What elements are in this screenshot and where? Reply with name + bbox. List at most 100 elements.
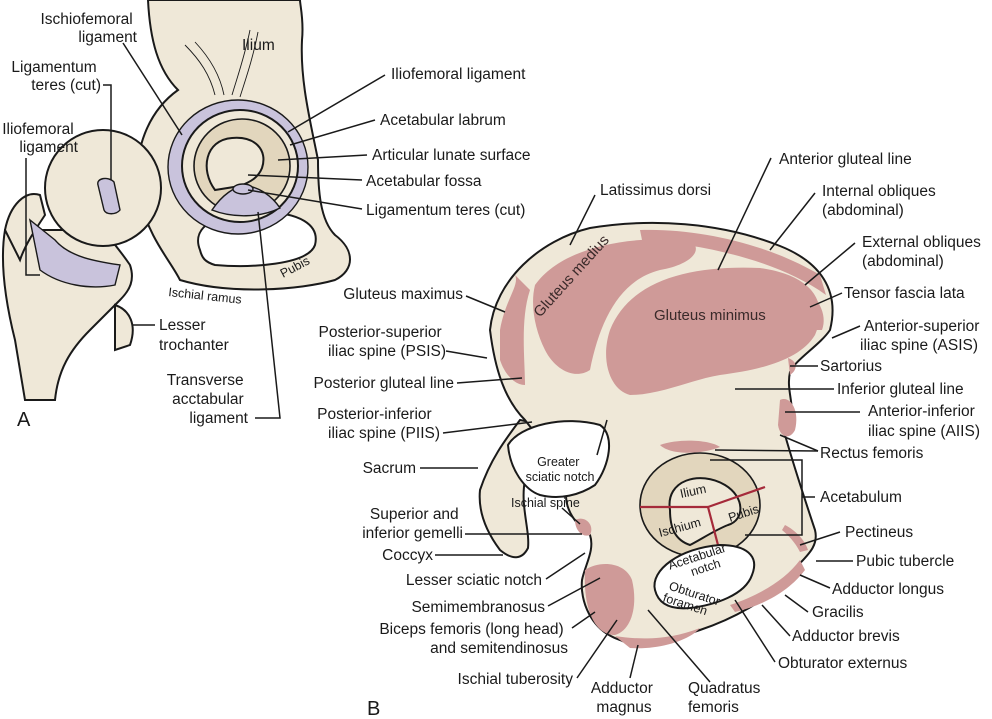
label-iliofemoral-ligament-right: Iliofemoral ligament xyxy=(391,66,526,83)
acetabular-notch-obturator xyxy=(653,543,756,610)
adductor-band xyxy=(730,560,805,612)
label-gluteus-maximus: Gluteus maximus xyxy=(343,286,463,303)
leader-lunate xyxy=(277,154,368,161)
transverse-ligament-fan xyxy=(210,185,282,217)
iliofemoral-ligament-a xyxy=(28,218,121,288)
label-pectineus: Pectineus xyxy=(845,524,913,541)
label-pubic-tubercle: Pubic tubercle xyxy=(856,553,954,570)
leader-biceps-femoris xyxy=(571,611,596,629)
label-semimembranosus: Semimembranosus xyxy=(411,599,545,616)
label-obturator-externus: Obturator externus xyxy=(778,655,907,672)
leader-transverse xyxy=(255,211,281,419)
leader-iliofemoral-right xyxy=(287,74,386,133)
label-ischiofemoral-ligament: Ischiofemoral ligament xyxy=(41,11,138,46)
panel-b-hip-bone-lateral: Gluteus medius Gluteus minimus Greater s… xyxy=(314,151,985,719)
label-lesser-trochanter: Lesser trochanter xyxy=(159,317,229,354)
label-sartorius: Sartorius xyxy=(820,358,882,375)
lesser-trochanter xyxy=(114,303,134,352)
label-quadratus-femoris: Quadratus femoris xyxy=(688,680,765,716)
label-acetabulum: Acetabulum xyxy=(820,489,902,506)
label-aiis: Anterior-inferior iliac spine (AIIS) xyxy=(868,403,980,440)
leader-obturator-externus xyxy=(734,599,776,663)
leader-ischial-tuberosity xyxy=(576,619,618,679)
label-gluteus-minimus: Gluteus minimus xyxy=(654,307,766,324)
label-gracilis: Gracilis xyxy=(812,604,864,621)
gluteus-minimus-area xyxy=(606,267,820,395)
label-anterior-gluteal-line: Anterior gluteal line xyxy=(779,151,912,168)
leader-gracilis xyxy=(784,594,809,613)
label-ligamentum-teres-right: Ligamentum teres (cut) xyxy=(366,202,525,219)
label-internal-obliques: Internal obliques (abdominal) xyxy=(822,183,940,219)
gluteus-medius-area xyxy=(533,239,696,374)
leader-tensor-fascia-lata xyxy=(809,292,843,308)
label-ligamentum-teres-left: Ligamentum teres (cut) xyxy=(11,59,101,94)
label-ilium-a: Ilium xyxy=(242,37,275,54)
ligamentum-teres-cut-a xyxy=(97,177,121,215)
label-psis: Posterior-superior iliac spine (PSIS) xyxy=(319,324,447,360)
leader-external-obliques xyxy=(804,242,856,286)
leader-adductor-magnus xyxy=(629,644,639,679)
suture-ilium-pubis xyxy=(707,485,766,509)
leader-pectineus xyxy=(799,531,841,546)
label-greater-sciatic-notch: Greater sciatic notch xyxy=(526,455,595,484)
label-lesser-sciatic-notch: Lesser sciatic notch xyxy=(406,572,542,589)
label-tensor-fascia-lata: Tensor fascia lata xyxy=(844,285,965,302)
leader-semimembranosus xyxy=(547,577,601,607)
leader-psis xyxy=(445,350,488,359)
label-acetabular-fossa: Acetabular fossa xyxy=(366,173,482,190)
label-sacrum: Sacrum xyxy=(363,460,416,477)
suture-ischium-pubis xyxy=(706,506,720,546)
label-adductor-longus: Adductor longus xyxy=(832,581,944,598)
ilium-striations xyxy=(184,29,259,98)
leader-latissimus xyxy=(569,194,596,246)
leader-adductor-brevis xyxy=(761,604,791,637)
leader-labrum xyxy=(289,119,376,146)
panel-label-a: A xyxy=(17,409,31,431)
leader-internal-obliques xyxy=(769,192,816,251)
leader-anterior-gluteal-line xyxy=(717,157,772,271)
leader-rectus-femoris xyxy=(779,434,819,452)
leader-gluteus-maximus xyxy=(465,295,506,313)
label-biceps-femoris: Biceps femoris (long head) and semitendi… xyxy=(379,621,568,657)
leader-ischiofemoral xyxy=(122,42,183,136)
rectus-femoris-area xyxy=(778,399,797,437)
leader-ischial-spine xyxy=(561,507,581,525)
label-posterior-gluteal-line: Posterior gluteal line xyxy=(314,375,454,392)
label-external-obliques: External obliques (abdominal) xyxy=(862,234,985,270)
leader-fossa xyxy=(247,174,363,181)
label-adductor-brevis: Adductor brevis xyxy=(792,628,900,645)
leader-ligamentum-teres-left xyxy=(103,84,112,180)
greater-trochanter xyxy=(3,193,47,263)
label-ischial-spine: Ischial spine xyxy=(511,496,580,510)
acetabular-fossa xyxy=(205,136,265,192)
leader-quadratus-femoris xyxy=(647,609,711,683)
leader-adductor-longus xyxy=(799,574,831,589)
label-piis: Posterior-inferior iliac spine (PIIS) xyxy=(317,406,440,442)
leader-greater-sciatic-notch xyxy=(596,419,608,456)
gluteus-maximus-area xyxy=(500,275,530,385)
label-inferior-gluteal-line: Inferior gluteal line xyxy=(837,381,964,398)
label-rectus-femoris: Rectus femoris xyxy=(820,445,924,462)
label-latissimus-dorsi: Latissimus dorsi xyxy=(600,182,711,199)
label-transverse-acetabular-ligament: Transverse acctabular ligament xyxy=(167,372,249,427)
hamstring-area xyxy=(584,564,635,635)
leader-teres-right xyxy=(247,189,363,210)
label-articular-lunate-surface: Articular lunate surface xyxy=(372,147,531,164)
ligamentum-teres-stump-a xyxy=(232,183,254,195)
label-asis: Anterior-superior iliac spine (ASIS) xyxy=(860,318,984,354)
adductor-magnus-area xyxy=(615,628,700,649)
leader-posterior-gluteal-line xyxy=(456,377,523,384)
leader-lesser-sciatic-notch xyxy=(545,552,586,580)
leader-piis xyxy=(442,421,533,434)
leader-rectus-femoris-2 xyxy=(714,449,819,452)
rectus-femoris-reflected xyxy=(660,440,720,453)
leader-asis xyxy=(831,325,861,339)
acetabular-fossa-b xyxy=(668,477,742,547)
label-iliofemoral-ligament-left: Iliofemoral ligament xyxy=(2,121,78,156)
label-acetabular-labrum: Acetabular labrum xyxy=(380,112,506,129)
leader-iliofemoral-left xyxy=(25,158,40,276)
tensor-fascia-lata-area xyxy=(798,285,824,330)
panel-a-hip-joint: Ischiofemoral ligament Ilium Ligamentum … xyxy=(2,0,531,431)
panel-label-b: B xyxy=(367,698,380,719)
